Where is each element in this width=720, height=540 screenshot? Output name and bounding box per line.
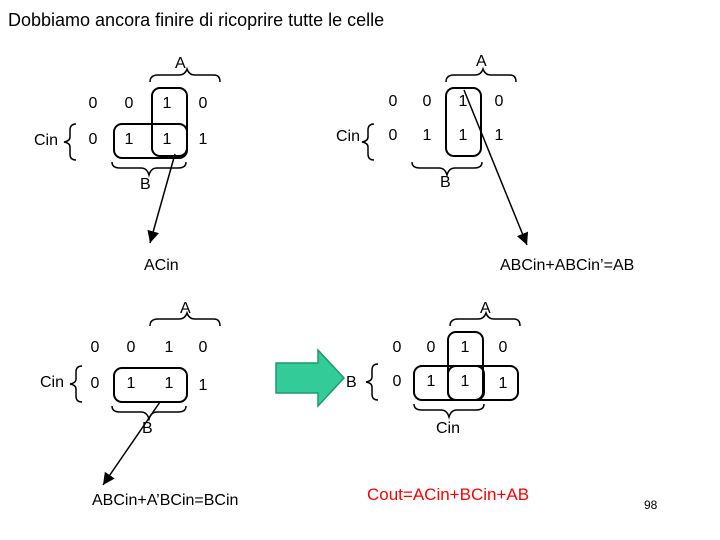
map4-brace-a — [449, 310, 521, 327]
map2-cell-r1c2: 1 — [458, 127, 468, 144]
map3-label-a: A — [180, 300, 191, 317]
map2-label-a: A — [476, 53, 487, 70]
arrow-map2-to-ab — [463, 89, 529, 246]
map1-cell-r1c3: 1 — [198, 131, 208, 148]
map4-cell-r0c3: 0 — [498, 339, 508, 356]
map1-group-ac — [151, 87, 188, 157]
map3-cell-r1c1: 1 — [126, 375, 136, 392]
map2-brace-b — [411, 161, 483, 178]
map3-brace-cin — [69, 365, 83, 403]
map3-cell-r0c1: 0 — [126, 339, 136, 356]
map2-cell-r1c1: 1 — [422, 127, 432, 144]
map4-label-b: B — [346, 374, 357, 391]
map1-brace-b — [111, 161, 187, 178]
map3-brace-a — [149, 310, 221, 327]
map1-cell-r1c1: 1 — [124, 131, 134, 148]
map4-cell-r0c1: 0 — [426, 339, 436, 356]
map1-formula: ACin — [144, 257, 179, 274]
map4-cell-r1c1: 1 — [426, 373, 436, 390]
map3-group-bcin — [113, 367, 188, 403]
slide-title: Dobbiamo ancora finire di ricoprire tutt… — [8, 10, 385, 30]
map1-group-bcin — [113, 123, 188, 159]
map1-brace-a — [149, 66, 221, 83]
map3-label-b: B — [142, 420, 153, 437]
map3-cell-r1c3: 1 — [198, 377, 208, 394]
map4-label-cin: Cin — [436, 420, 461, 437]
map1-cell-r0c2: 1 — [162, 95, 172, 112]
page-number: 98 — [644, 498, 658, 512]
result-formula: Cout=ACin+BCin+AB — [367, 485, 530, 504]
map3-formula: ABCin+A’BCin=BCin — [92, 492, 239, 509]
map2-cell-r0c0: 0 — [388, 93, 398, 110]
map4-cell-r1c3: 1 — [498, 375, 508, 392]
map4-grid — [413, 331, 519, 401]
map2-brace-a — [445, 66, 517, 83]
map4-brace-b — [365, 363, 379, 401]
map1-grid — [113, 87, 188, 159]
map3-cell-r0c3: 0 — [198, 339, 208, 356]
map4-cell-r0c0: 0 — [392, 339, 402, 356]
map2-cell-r0c1: 0 — [422, 93, 432, 110]
map4-cell-r1c0: 0 — [392, 373, 402, 390]
map1-label-a: A — [175, 55, 186, 72]
map1-cell-r0c1: 0 — [124, 95, 134, 112]
map3-grid — [113, 367, 188, 403]
map2-cell-r1c3: 1 — [494, 127, 504, 144]
map1-cell-r1c2: 1 — [162, 131, 172, 148]
map1-label-b: B — [140, 176, 151, 193]
map2-formula: ABCin+ABCin’=AB — [500, 257, 635, 274]
map1-brace-cin — [63, 123, 77, 161]
map2-group-ab — [445, 87, 482, 157]
map3-label-cin: Cin — [40, 374, 65, 391]
map2-grid — [445, 87, 482, 157]
map2-label-b: B — [440, 174, 451, 191]
map4-brace-cin — [413, 403, 485, 420]
arrow-map3-to-bcin — [102, 401, 161, 486]
map4-group-acin — [447, 365, 519, 401]
map3-cell-r1c0: 0 — [90, 375, 100, 392]
map4-cell-r1c2: 1 — [460, 373, 470, 390]
map2-cell-r0c3: 0 — [494, 93, 504, 110]
map2-cell-r0c2: 1 — [458, 93, 468, 110]
map3-cell-r1c2: 1 — [164, 375, 174, 392]
map2-label-cin: Cin — [336, 128, 361, 145]
map1-label-cin: Cin — [34, 132, 59, 149]
map2-cell-r1c0: 0 — [388, 127, 398, 144]
map4-cell-r0c2: 1 — [460, 339, 470, 356]
map1-cell-r0c0: 0 — [88, 95, 98, 112]
block-arrow-icon — [275, 348, 346, 408]
map2-brace-cin — [361, 123, 375, 161]
map1-cell-r1c0: 0 — [88, 131, 98, 148]
map3-cell-r0c2: 1 — [164, 339, 174, 356]
arrow-map1-to-acin — [147, 153, 176, 244]
map1-cell-r0c3: 0 — [198, 95, 208, 112]
map4-label-a: A — [480, 300, 491, 317]
map3-cell-r0c0: 0 — [90, 339, 100, 356]
map4-group-bcin — [413, 365, 485, 401]
